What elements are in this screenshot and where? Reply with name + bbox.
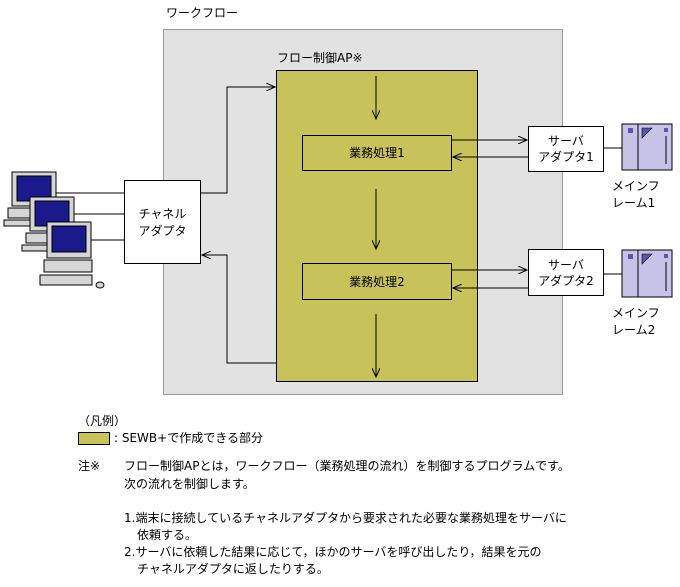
server-adapter2-line2: アダプタ2 bbox=[538, 273, 594, 288]
note-mark: 注※ bbox=[78, 459, 101, 473]
server-adapter1-box: サーバ アダプタ1 bbox=[528, 126, 604, 172]
note-item1-line2: 依頼する。 bbox=[137, 528, 198, 542]
server-adapter2-line1: サーバ bbox=[548, 257, 584, 272]
note-line2: 次の流れを制御します。 bbox=[124, 477, 255, 491]
legend-item-text: : SEWB+で作成できる部分 bbox=[114, 431, 263, 445]
note-item2-line1: 2.サーバに依頼した結果に応じて，ほかのサーバを呼び出したり，結果を元の bbox=[124, 545, 542, 559]
task2-box: 業務処理2 bbox=[302, 263, 452, 300]
mainframe2-line1: メインフ bbox=[612, 306, 660, 320]
mainframe1-label: メインフ レーム1 bbox=[612, 179, 660, 210]
flow-control-ap-box bbox=[276, 70, 478, 382]
legend-title: （凡例） bbox=[78, 414, 127, 428]
task1-label: 業務処理1 bbox=[349, 146, 405, 160]
server-adapter1-line2: アダプタ1 bbox=[538, 150, 594, 164]
note-item1-line1: 1.端末に接続しているチャネルアダプタから要求された必要な業務処理をサーバに bbox=[124, 511, 567, 525]
terminal-icon-3 bbox=[39, 221, 105, 289]
mainframe2-line2: レーム2 bbox=[612, 323, 656, 337]
server-adapter1-line1: サーバ bbox=[548, 134, 584, 148]
channel-adapter-line2: アダプタ bbox=[138, 223, 187, 238]
mainframe-icon-2 bbox=[621, 249, 673, 298]
task1-box: 業務処理1 bbox=[302, 135, 452, 171]
mainframe-icon-1 bbox=[621, 123, 673, 171]
task2-label: 業務処理2 bbox=[349, 274, 405, 289]
legend-swatch bbox=[78, 432, 110, 445]
note-line1: フロー制御APとは，ワークフロー（業務処理の流れ）を制御するプログラムです。 bbox=[124, 459, 570, 473]
arrow-channel-to-flow bbox=[201, 87, 275, 194]
server-adapter2-box: サーバ アダプタ2 bbox=[528, 249, 604, 296]
arrow-flow-to-channel bbox=[202, 255, 276, 364]
flow-ap-label: フロー制御AP※ bbox=[277, 51, 363, 65]
mainframe1-line1: メインフ bbox=[612, 179, 660, 193]
note-item2-line2: チャネルアダプタに返したりする。 bbox=[137, 562, 329, 576]
channel-adapter-box: チャネル アダプタ bbox=[124, 180, 201, 264]
channel-adapter-line1: チャネル bbox=[138, 206, 187, 221]
mainframe1-line2: レーム1 bbox=[612, 196, 656, 210]
workflow-label: ワークフロー bbox=[166, 6, 239, 20]
mainframe2-label: メインフ レーム2 bbox=[612, 306, 660, 337]
